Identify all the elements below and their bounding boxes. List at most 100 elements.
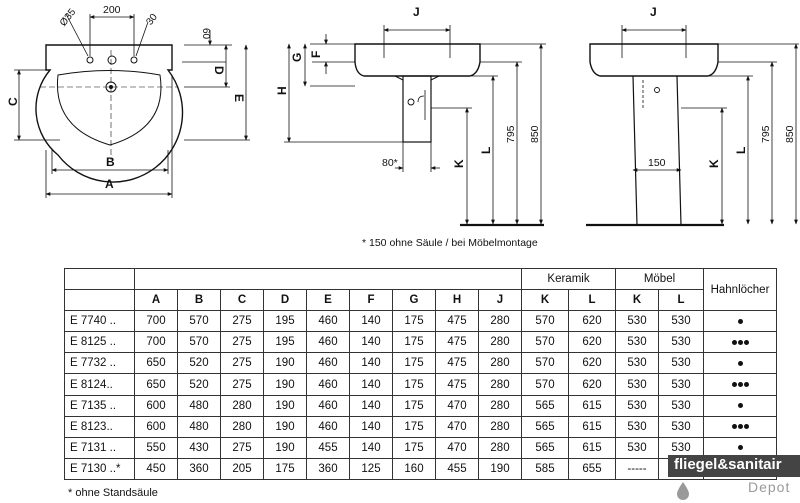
model-cell: E 8123..: [64, 415, 135, 438]
column-header: C: [220, 289, 264, 312]
pedestal-footnote: * ohne Standsäule: [68, 487, 158, 499]
side-label-k: K: [452, 159, 466, 168]
tap-hole-center: [107, 55, 117, 65]
value-cell: 190: [263, 415, 307, 438]
column-header: K: [615, 289, 659, 312]
group-hahnloecher: Hahnlöcher: [703, 267, 777, 312]
tap-hole-dot-icon: [737, 403, 743, 409]
value-cell: 615: [568, 415, 616, 438]
model-header-cell: [64, 289, 135, 312]
value-cell: 430: [177, 436, 221, 459]
value-cell: 570: [521, 331, 569, 354]
tap-hole-dot-icon: [737, 424, 743, 430]
brand-logo: fliegel&sanitair Depot: [668, 451, 800, 503]
label-c: C: [6, 97, 20, 106]
value-cell: 530: [658, 415, 704, 438]
value-cell: 140: [349, 373, 393, 396]
value-cell: 530: [615, 373, 659, 396]
value-cell: 280: [478, 310, 522, 333]
value-cell: 190: [478, 457, 522, 480]
corner-cell: [64, 267, 135, 291]
tap-hole-dot-icon: [737, 445, 743, 451]
value-cell: 470: [435, 436, 479, 459]
label-d: D: [212, 66, 226, 75]
model-cell: E 7135 ..: [64, 394, 135, 417]
value-cell: 280: [478, 331, 522, 354]
value-cell: 700: [134, 310, 178, 333]
value-cell: 175: [392, 331, 436, 354]
value-cell: 650: [134, 352, 178, 375]
value-cell: 280: [478, 373, 522, 396]
value-cell: 530: [615, 331, 659, 354]
value-cell: 280: [220, 394, 264, 417]
value-cell: 530: [658, 436, 704, 459]
column-header: J: [478, 289, 522, 312]
value-cell: 160: [392, 457, 436, 480]
column-header: H: [435, 289, 479, 312]
side-dim-80: 80*: [382, 157, 398, 169]
front-dimensions: [14, 13, 250, 198]
value-cell: 450: [134, 457, 178, 480]
side-dim-850: 850: [529, 125, 541, 143]
model-cell: E 8125 ..: [64, 331, 135, 354]
value-cell: 530: [658, 352, 704, 375]
value-cell: 140: [349, 436, 393, 459]
tap-holes-cell: [703, 310, 777, 333]
value-cell: 175: [392, 310, 436, 333]
dim-spacing: 200: [103, 4, 121, 16]
mounting-footnote: * 150 ohne Säule / bei Möbelmontage: [362, 237, 538, 249]
value-cell: 280: [220, 415, 264, 438]
column-header: A: [134, 289, 178, 312]
front-view: [35, 44, 184, 183]
tap-hole-dot-icon: [731, 424, 737, 430]
water-drop-icon: [677, 482, 689, 500]
value-cell: 475: [435, 331, 479, 354]
value-cell: 565: [521, 415, 569, 438]
full-pedestal: [632, 75, 682, 226]
tap-hole-dot-icon: [737, 381, 743, 387]
side-label-g: G: [290, 53, 304, 62]
value-cell: 140: [349, 394, 393, 417]
value-cell: 190: [263, 373, 307, 396]
side-dimensions: [284, 25, 546, 225]
tap-holes-cell: [703, 415, 777, 438]
logo-name: fliegel&sanitair: [674, 456, 782, 473]
group-keramik: Keramik: [521, 267, 616, 291]
value-cell: 550: [134, 436, 178, 459]
tap-hole-dot-icon: [737, 360, 743, 366]
value-cell: 530: [658, 394, 704, 417]
half-pedestal: [402, 75, 432, 143]
value-cell: 475: [435, 310, 479, 333]
value-cell: 520: [177, 373, 221, 396]
value-cell: 700: [134, 331, 178, 354]
dim-depth: 60: [200, 28, 211, 40]
value-cell: 140: [349, 415, 393, 438]
value-cell: 455: [306, 436, 350, 459]
value-cell: 190: [263, 436, 307, 459]
value-cell: 480: [177, 394, 221, 417]
tap-hole-right: [130, 56, 138, 64]
value-cell: 475: [435, 352, 479, 375]
column-header: D: [263, 289, 307, 312]
label-b: B: [106, 155, 115, 169]
value-cell: 275: [220, 331, 264, 354]
value-cell: 620: [568, 373, 616, 396]
column-header: K: [521, 289, 569, 312]
value-cell: 570: [521, 373, 569, 396]
value-cell: 460: [306, 352, 350, 375]
side-label-f: F: [309, 51, 323, 58]
value-cell: 530: [615, 436, 659, 459]
value-cell: 190: [263, 394, 307, 417]
tap-holes-cell: [703, 352, 777, 375]
logo-sub: Depot: [748, 479, 791, 495]
value-cell: 455: [435, 457, 479, 480]
value-cell: 470: [435, 415, 479, 438]
pedestal-dimensions: [621, 25, 799, 225]
model-cell: E 7130 ..*: [64, 457, 135, 480]
value-cell: 175: [392, 436, 436, 459]
